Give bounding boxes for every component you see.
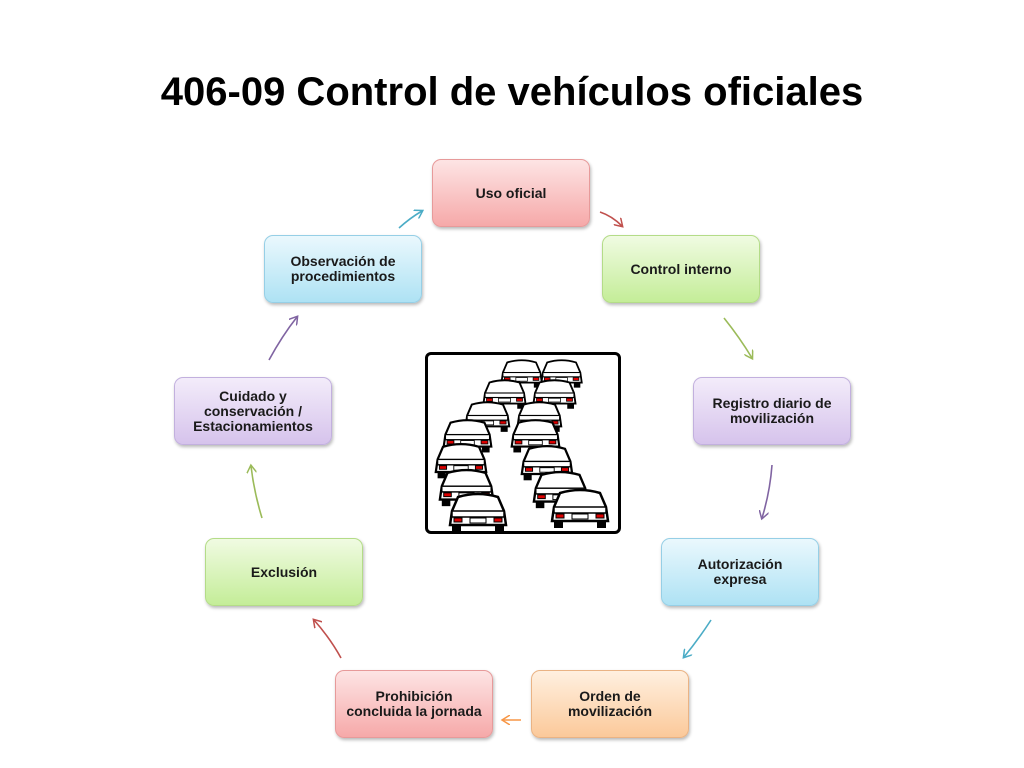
- node-uso-oficial: Uso oficial: [432, 159, 590, 227]
- node-cuidado: Cuidado y conservación / Estacionamiento…: [174, 377, 332, 445]
- node-orden-movilizacion: Orden de movilización: [531, 670, 689, 738]
- node-label: Autorización expresa: [697, 556, 783, 587]
- car-icon: [448, 492, 508, 531]
- node-control-interno: Control interno: [602, 235, 760, 303]
- car-icon: [550, 488, 610, 528]
- cycle-arrow: [268, 317, 297, 361]
- cycle-arrow: [314, 620, 342, 659]
- cycle-arrow: [251, 466, 263, 519]
- node-label: Exclusión: [250, 563, 318, 580]
- node-exclusion: Exclusión: [205, 538, 363, 606]
- node-label: Prohibición concluida la jornada: [346, 688, 482, 719]
- node-label: Control interno: [630, 260, 732, 277]
- node-label: Orden de movilización: [567, 688, 653, 719]
- node-label: Cuidado y conservación / Estacionamiento…: [193, 387, 313, 434]
- node-autorizacion-expresa: Autorización expresa: [661, 538, 819, 606]
- node-observacion: Observación de procedimientos: [264, 235, 422, 303]
- cycle-arrow: [723, 317, 752, 358]
- traffic-cars-icon: [425, 352, 621, 534]
- car-icon: [482, 379, 527, 409]
- cycle-arrow: [684, 619, 712, 657]
- page-title: 406-09 Control de vehículos oficiales: [160, 70, 864, 114]
- node-label: Uso oficial: [475, 184, 547, 201]
- cycle-arrow: [398, 211, 422, 229]
- cycle-arrow: [599, 211, 622, 226]
- node-label: Observación de procedimientos: [290, 253, 396, 284]
- node-prohibicion: Prohibición concluida la jornada: [335, 670, 493, 738]
- cycle-arrow: [762, 464, 773, 518]
- node-registro-diario: Registro diario de movilización: [693, 377, 851, 445]
- node-label: Registro diario de movilización: [712, 395, 832, 426]
